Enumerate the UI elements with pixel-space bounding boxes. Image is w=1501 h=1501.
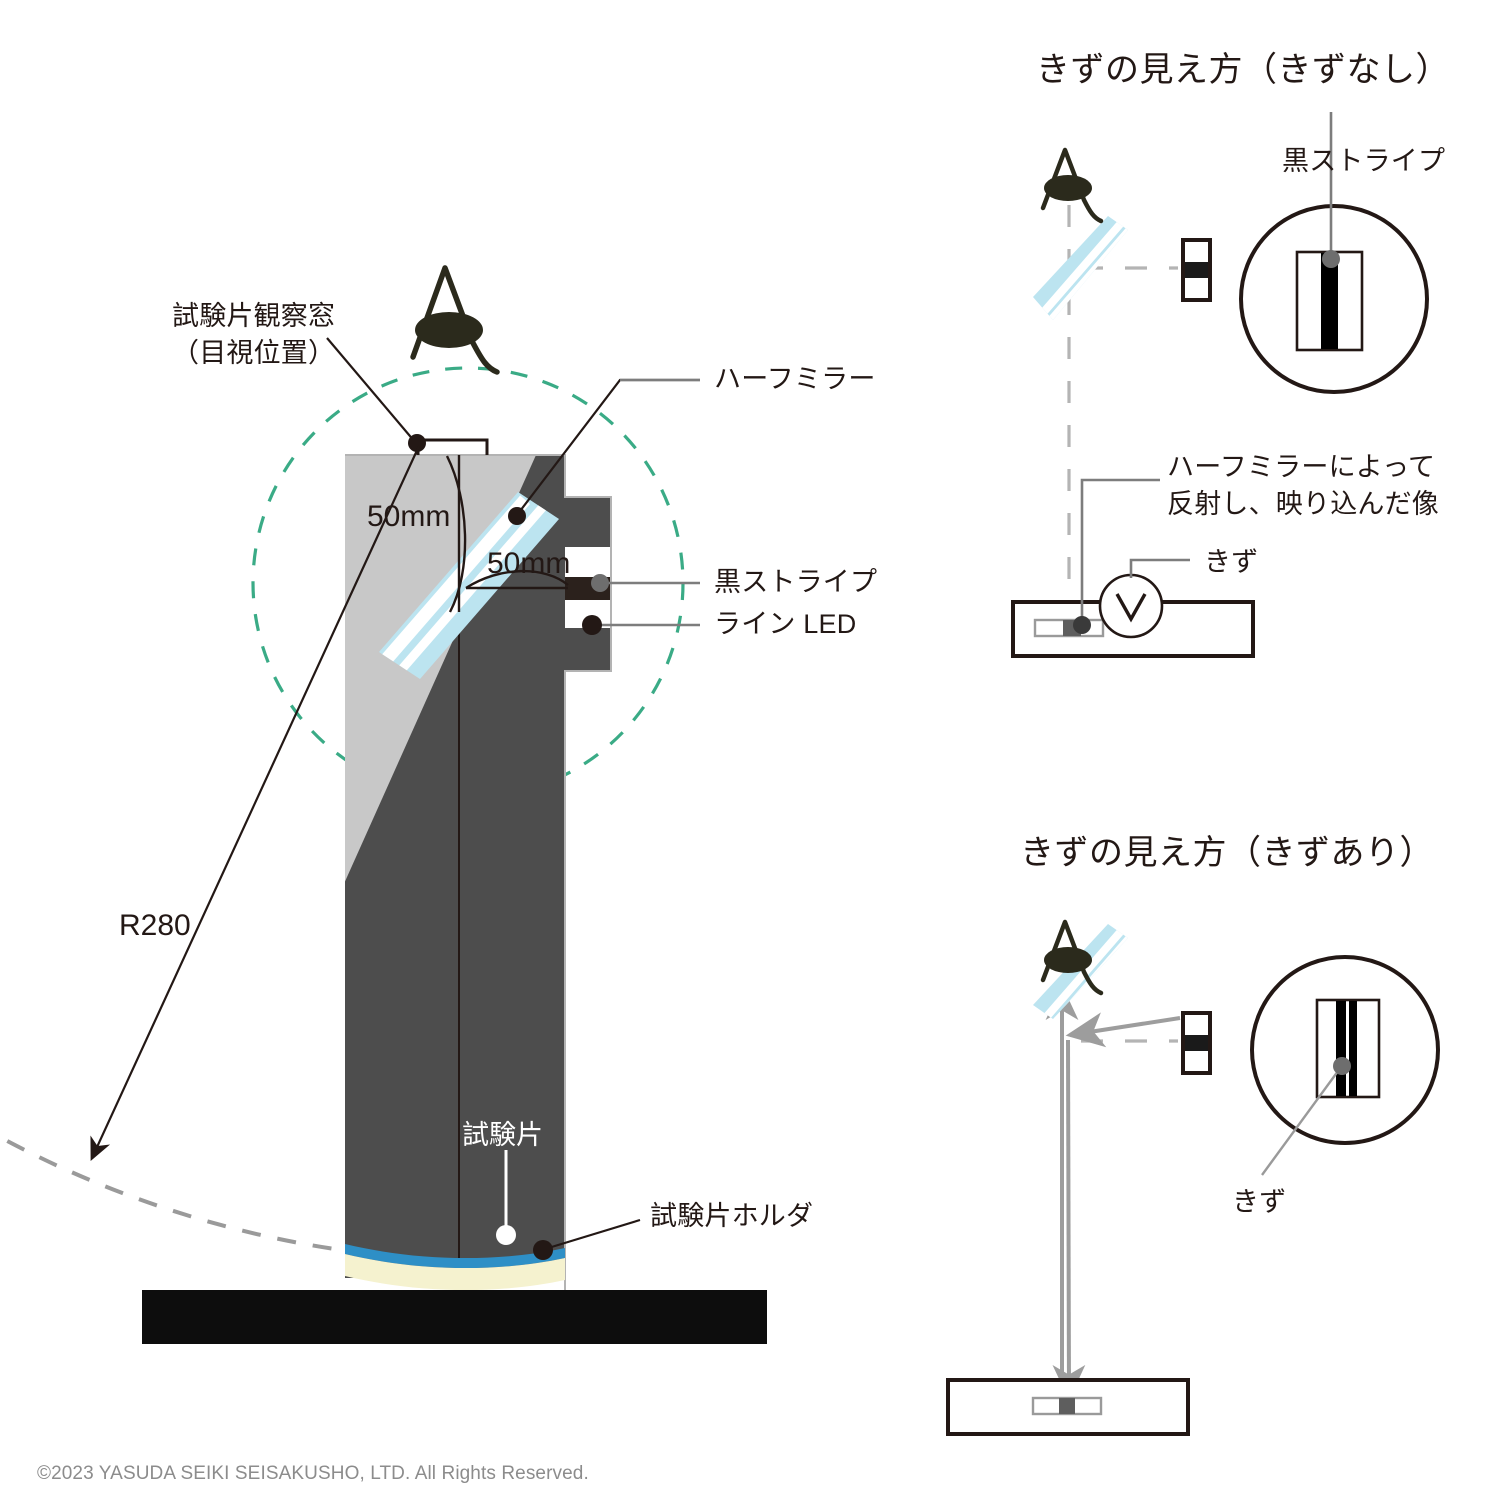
- p1-reflected-image: [1033, 618, 1105, 638]
- leader-dot-observation-window: [408, 434, 426, 452]
- p2-magnifier-circle: [1250, 955, 1440, 1145]
- p1-leader-dot-reflected: [1073, 616, 1091, 634]
- p2-view-rect: [1315, 998, 1381, 1099]
- p1-leader-dot-black-stripe: [1322, 250, 1340, 268]
- label-dimension-horizontal: 50mm: [487, 547, 571, 580]
- panel-no-scratch-label-reflected-line2: 反射し、映り込んだ像: [1167, 489, 1439, 519]
- leader-observation-window: [326, 337, 416, 443]
- panel-no-scratch-label-reflected-line1: ハーフミラーによって: [1167, 452, 1436, 482]
- p2-leader-dot-scratch: [1333, 1057, 1351, 1075]
- base-plate: [142, 1290, 767, 1344]
- label-radius-r280: R280: [119, 909, 191, 942]
- p2-ray-incoming: [1065, 1012, 1181, 1048]
- dim-horizontal-arc: [465, 569, 569, 590]
- p1-leader-reflected: [1080, 478, 1160, 624]
- led-housing-top: [565, 497, 611, 547]
- leader-dot-black-stripe: [591, 574, 609, 592]
- leader-dot-test-piece: [496, 1225, 516, 1245]
- leader-dot-test-piece-holder: [533, 1240, 553, 1260]
- label-test-piece-holder: 試験片ホルダ: [650, 1201, 814, 1231]
- label-test-piece: 試験片: [462, 1120, 543, 1150]
- dim-vertical-arc: [445, 455, 467, 613]
- p1-leader-scratch: [1129, 558, 1190, 578]
- eye-icon-panel1: [1040, 147, 1104, 224]
- label-line-led: ライン LED: [714, 609, 857, 639]
- p2-view-stripe-left: [1336, 1001, 1346, 1096]
- leader-dot-line-led: [582, 615, 602, 635]
- copyright-text: ©2023 YASUDA SEIKI SEISAKUSHO, LTD. All …: [37, 1463, 589, 1484]
- p2-stripe-source: [1181, 1011, 1212, 1075]
- leader-r280: [90, 445, 420, 1161]
- p1-magnifier-circle: [1239, 204, 1429, 394]
- p2-ray-down: [1052, 1039, 1086, 1401]
- panel-with-scratch-label-scratch: きず: [1232, 1187, 1287, 1217]
- observation-window-box: [416, 438, 489, 455]
- p1-stripe-source: [1181, 238, 1212, 302]
- machine-body-outline: [345, 454, 612, 1290]
- p2-view-stripe-right: [1349, 1001, 1357, 1096]
- label-dimension-vertical: 50mm: [367, 500, 451, 533]
- panel-no-scratch-label-black-stripe: 黒ストライプ: [1282, 146, 1446, 176]
- label-observation-window-line2: （目視位置）: [172, 338, 336, 368]
- panel-no-scratch-label-scratch: きず: [1204, 547, 1259, 577]
- p2-leader-scratch: [1261, 1066, 1342, 1176]
- window-slot-upper: [565, 547, 611, 577]
- holder-cream-band: [345, 1254, 565, 1291]
- eye-icon-panel2: [1040, 919, 1104, 996]
- leader-test-piece-holder: [544, 1218, 641, 1251]
- label-observation-window-line1: 試験片観察窓: [172, 301, 336, 331]
- label-half-mirror: ハーフミラー: [714, 364, 876, 394]
- panel-no-scratch-title: きずの見え方（きずなし）: [1036, 51, 1450, 89]
- p1-scratch-marker: [1098, 573, 1164, 639]
- label-black-stripe: 黒ストライプ: [714, 567, 878, 597]
- leader-dot-half-mirror: [508, 507, 526, 525]
- eye-icon-main: [410, 265, 500, 375]
- panel-with-scratch-title: きずの見え方（きずあり）: [1020, 834, 1434, 872]
- p2-scratch-on-piece: [1031, 1396, 1103, 1416]
- holder-blue-band: [345, 1244, 565, 1269]
- p1-view-stripe: [1321, 253, 1338, 349]
